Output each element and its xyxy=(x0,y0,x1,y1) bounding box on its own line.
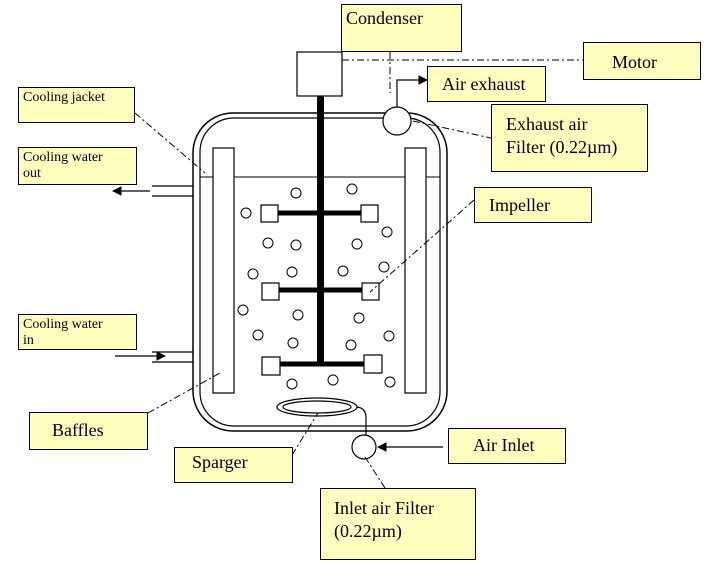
label-air-exhaust: Air exhaust xyxy=(427,66,546,102)
impeller-blade xyxy=(260,204,279,223)
leader-baffles xyxy=(147,372,221,414)
label-inlet-air-filter: Inlet air Filter (0.22µm) xyxy=(320,488,476,560)
baffle-right xyxy=(404,147,427,394)
impeller-blade xyxy=(261,356,281,376)
exhaust-air-filter xyxy=(382,106,412,136)
cooling-water-out-pipe xyxy=(112,185,193,197)
sparger-ring-inner xyxy=(282,400,352,414)
impeller-blade xyxy=(360,204,379,223)
leader-exhaust-filter xyxy=(412,120,492,139)
inlet-air-filter xyxy=(351,434,377,460)
label-condenser: Condenser xyxy=(341,4,462,52)
leader-cooling-jacket xyxy=(134,112,206,174)
label-impeller: Impeller xyxy=(474,187,592,223)
sparger-feed-pipe xyxy=(356,406,367,436)
leader-inlet-filter xyxy=(364,456,386,489)
label-air-inlet: Air Inlet xyxy=(448,428,566,464)
baffle-left xyxy=(212,147,235,394)
impeller-blade xyxy=(261,282,280,301)
label-motor: Motor xyxy=(583,42,701,80)
label-cooling-water-out: Cooling water out xyxy=(18,147,137,185)
cooling-water-in-pipe xyxy=(115,351,193,363)
agitator-shaft xyxy=(317,96,324,364)
exhaust-pipe-upper xyxy=(396,75,428,92)
label-cooling-jacket: Cooling jacket xyxy=(18,87,135,123)
label-exhaust-air-filter: Exhaust air Filter (0.22µm) xyxy=(491,104,648,172)
label-cooling-water-in: Cooling water in xyxy=(18,314,137,350)
motor-box xyxy=(296,51,343,97)
label-sparger: Sparger xyxy=(174,447,293,483)
leader-sparger xyxy=(291,412,319,456)
leader-impeller xyxy=(369,199,475,293)
impeller-blade xyxy=(363,354,383,374)
leader-lines xyxy=(134,52,583,489)
air-bubbles xyxy=(237,183,396,390)
label-baffles: Baffles xyxy=(29,412,148,450)
